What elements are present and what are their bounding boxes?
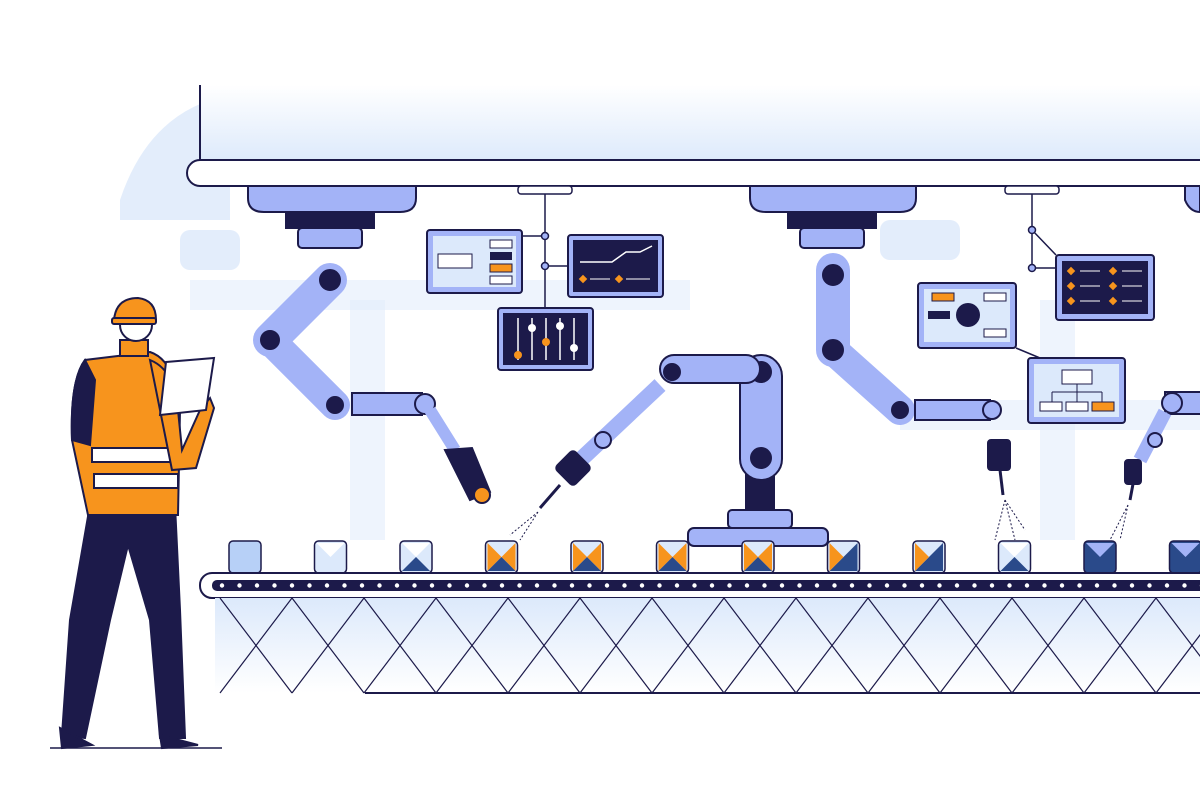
belt-dot [534,583,540,588]
belt-dot [849,583,855,588]
product-box [228,540,262,574]
belt-dot [324,583,330,588]
truss-beam [363,597,437,694]
belt-dot [429,583,435,588]
belt-dot [884,583,890,588]
belt-dot [587,583,592,588]
belt-dot [412,583,417,588]
belt-dot [517,583,522,588]
belt-dot [1129,583,1135,588]
truss-beam [1083,597,1157,694]
conveyor-belt [199,572,1200,694]
belt-dot [762,583,767,588]
belt-dot [692,583,697,588]
truss-beam [291,597,365,694]
belt-dot [797,583,802,588]
product-box [741,540,775,574]
belt-dot [1024,583,1030,588]
truss-beam [579,597,653,694]
belt-dot [394,583,400,588]
ceiling-rail [186,85,1200,195]
dashboard-screen-analytics [917,282,1017,349]
belt-dot [359,583,365,588]
belt-dot [464,583,470,588]
robot-arm-central [538,354,829,547]
truss-beam [867,597,941,694]
dashboard-screen-sliders [497,307,594,371]
truss-beam [1011,597,1085,694]
belt-dot [552,583,557,588]
product-box [655,540,690,574]
dashboard-screen-flowchart [426,229,523,294]
belt-dot [289,583,295,588]
belt-dot [1147,583,1152,588]
belt-dot [639,583,645,588]
belt-dot [622,583,627,588]
dashboard-screen-trend-chart [567,234,664,298]
product-box [570,540,604,574]
belt-dot [832,583,837,588]
belt-dot [709,583,715,588]
belt-dot [814,583,820,588]
truss-beam [507,597,581,694]
belt-dot [307,583,312,588]
screen-connectors [522,194,1057,359]
robot-arm-4 [1124,185,1200,501]
product-box [1083,540,1117,574]
truss-beam [939,597,1013,694]
belt-dot [937,583,942,588]
belt-dot [254,583,260,588]
belt-dot [1112,583,1117,588]
belt-dot [1182,583,1187,588]
truss-beam [435,597,509,694]
belt-dot [1042,583,1047,588]
product-box [997,540,1032,574]
belt-dot [569,583,575,588]
belt-dot [972,583,977,588]
belt-dot [604,583,610,588]
truss-beam [1155,633,1200,694]
truss-beam [219,597,293,694]
belt-dot [674,583,680,588]
belt-dot [219,583,225,588]
belt-dot [1164,583,1170,588]
belt-dot [499,583,505,588]
belt-dot [1007,583,1012,588]
product-box [313,540,348,574]
product-box [1168,540,1200,574]
belt-dot [482,583,487,588]
robot-arm-3 [749,185,1011,496]
belt-dot [867,583,872,588]
robot-arm-1 [247,185,492,504]
truss-beam [795,597,869,694]
product-box [826,540,861,574]
belt-dot [657,583,662,588]
belt-dot [1077,583,1082,588]
belt-dot [954,583,960,588]
belt-dot [272,583,277,588]
factory-worker [50,296,222,750]
product-box [484,540,519,574]
belt-dot [447,583,452,588]
belt-dot [1059,583,1065,588]
belt-dot [744,583,750,588]
welding-sparks [509,499,1129,541]
belt-dot [237,583,242,588]
product-box [912,540,946,574]
belt-dot [727,583,732,588]
conveyor-boxes [228,540,1200,574]
belt-dot [779,583,785,588]
belt-dot [1094,583,1100,588]
dashboard-screen-org-chart [1027,357,1126,424]
belt-dot [377,583,382,588]
product-box [399,540,433,574]
belt-dot [919,583,925,588]
belt-dot [342,583,347,588]
truss-beam [651,597,725,694]
belt-dot [902,583,907,588]
truss-beam [723,597,797,694]
dashboard-screen-list [1055,254,1155,321]
belt-dot [989,583,995,588]
